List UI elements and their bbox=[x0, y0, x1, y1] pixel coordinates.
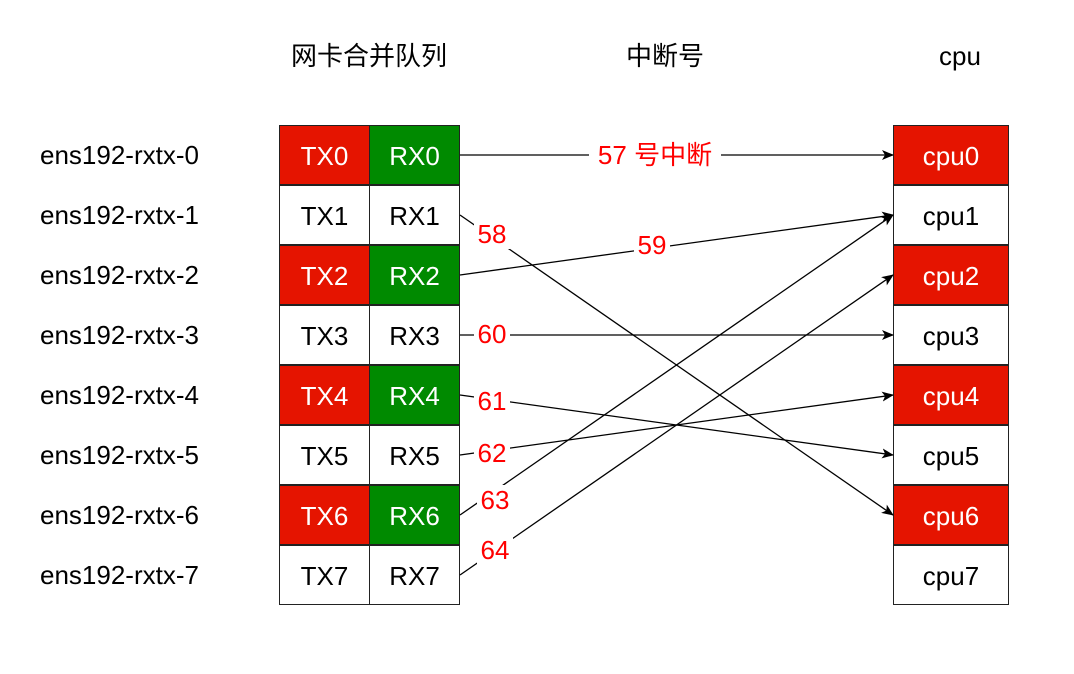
queue-name-label: ens192-rxtx-4 bbox=[40, 380, 199, 410]
tx-queue-cell: TX2 bbox=[279, 245, 370, 305]
irq-label-background bbox=[634, 230, 670, 260]
header-queues: 网卡合并队列 bbox=[290, 41, 447, 71]
queue-name-label: ens192-rxtx-6 bbox=[40, 500, 199, 530]
irq-number-label: 57 号中断 bbox=[598, 140, 712, 170]
tx-queue-cell: TX7 bbox=[279, 545, 370, 605]
irq-label-background bbox=[589, 140, 721, 170]
cpu-cell: cpu2 bbox=[893, 245, 1009, 305]
cpu-cell: cpu5 bbox=[893, 425, 1009, 485]
queue-name-label: ens192-rxtx-3 bbox=[40, 320, 199, 350]
irq-label-background bbox=[474, 219, 510, 249]
tx-queue-cell: TX6 bbox=[279, 485, 370, 545]
irq-number-label: 58 bbox=[478, 219, 507, 249]
irq-number-label: 62 bbox=[478, 438, 507, 468]
tx-queue-cell: TX0 bbox=[279, 125, 370, 185]
header-irq: 中断号 bbox=[625, 41, 704, 71]
cpu-cell: cpu0 bbox=[893, 125, 1009, 185]
rx-queue-cell: RX7 bbox=[369, 545, 460, 605]
tx-queue-cell: TX5 bbox=[279, 425, 370, 485]
queue-name-label: ens192-rxtx-1 bbox=[40, 200, 199, 230]
rx-queue-cell: RX5 bbox=[369, 425, 460, 485]
irq-link-line bbox=[459, 274, 894, 576]
irq-label-background bbox=[477, 485, 513, 515]
rx-queue-cell: RX2 bbox=[369, 245, 460, 305]
queue-name-label: ens192-rxtx-7 bbox=[40, 560, 199, 590]
tx-queue-cell: TX3 bbox=[279, 305, 370, 365]
irq-number-label: 59 bbox=[638, 230, 667, 260]
irq-link-line bbox=[459, 214, 894, 516]
cpu-cell: cpu6 bbox=[893, 485, 1009, 545]
irq-label-background bbox=[477, 535, 513, 565]
tx-queue-cell: TX4 bbox=[279, 365, 370, 425]
irq-number-label: 60 bbox=[478, 319, 507, 349]
header-cpu: cpu bbox=[939, 41, 981, 71]
rx-queue-cell: RX1 bbox=[369, 185, 460, 245]
rx-queue-cell: RX0 bbox=[369, 125, 460, 185]
tx-queue-cell: TX1 bbox=[279, 185, 370, 245]
cpu-cell: cpu1 bbox=[893, 185, 1009, 245]
irq-label-background bbox=[474, 438, 510, 468]
rx-queue-cell: RX4 bbox=[369, 365, 460, 425]
irq-number-label: 63 bbox=[481, 485, 510, 515]
cpu-cell: cpu3 bbox=[893, 305, 1009, 365]
cpu-cell: cpu4 bbox=[893, 365, 1009, 425]
irq-label-background bbox=[474, 319, 510, 349]
rx-queue-cell: RX6 bbox=[369, 485, 460, 545]
queue-name-label: ens192-rxtx-0 bbox=[40, 140, 199, 170]
irq-link-line bbox=[459, 211, 894, 276]
queue-name-label: ens192-rxtx-5 bbox=[40, 440, 199, 470]
irq-number-label: 61 bbox=[478, 386, 507, 416]
irq-label-background bbox=[474, 386, 510, 416]
rx-queue-cell: RX3 bbox=[369, 305, 460, 365]
cpu-cell: cpu7 bbox=[893, 545, 1009, 605]
queue-name-label: ens192-rxtx-2 bbox=[40, 260, 199, 290]
irq-number-label: 64 bbox=[481, 535, 510, 565]
